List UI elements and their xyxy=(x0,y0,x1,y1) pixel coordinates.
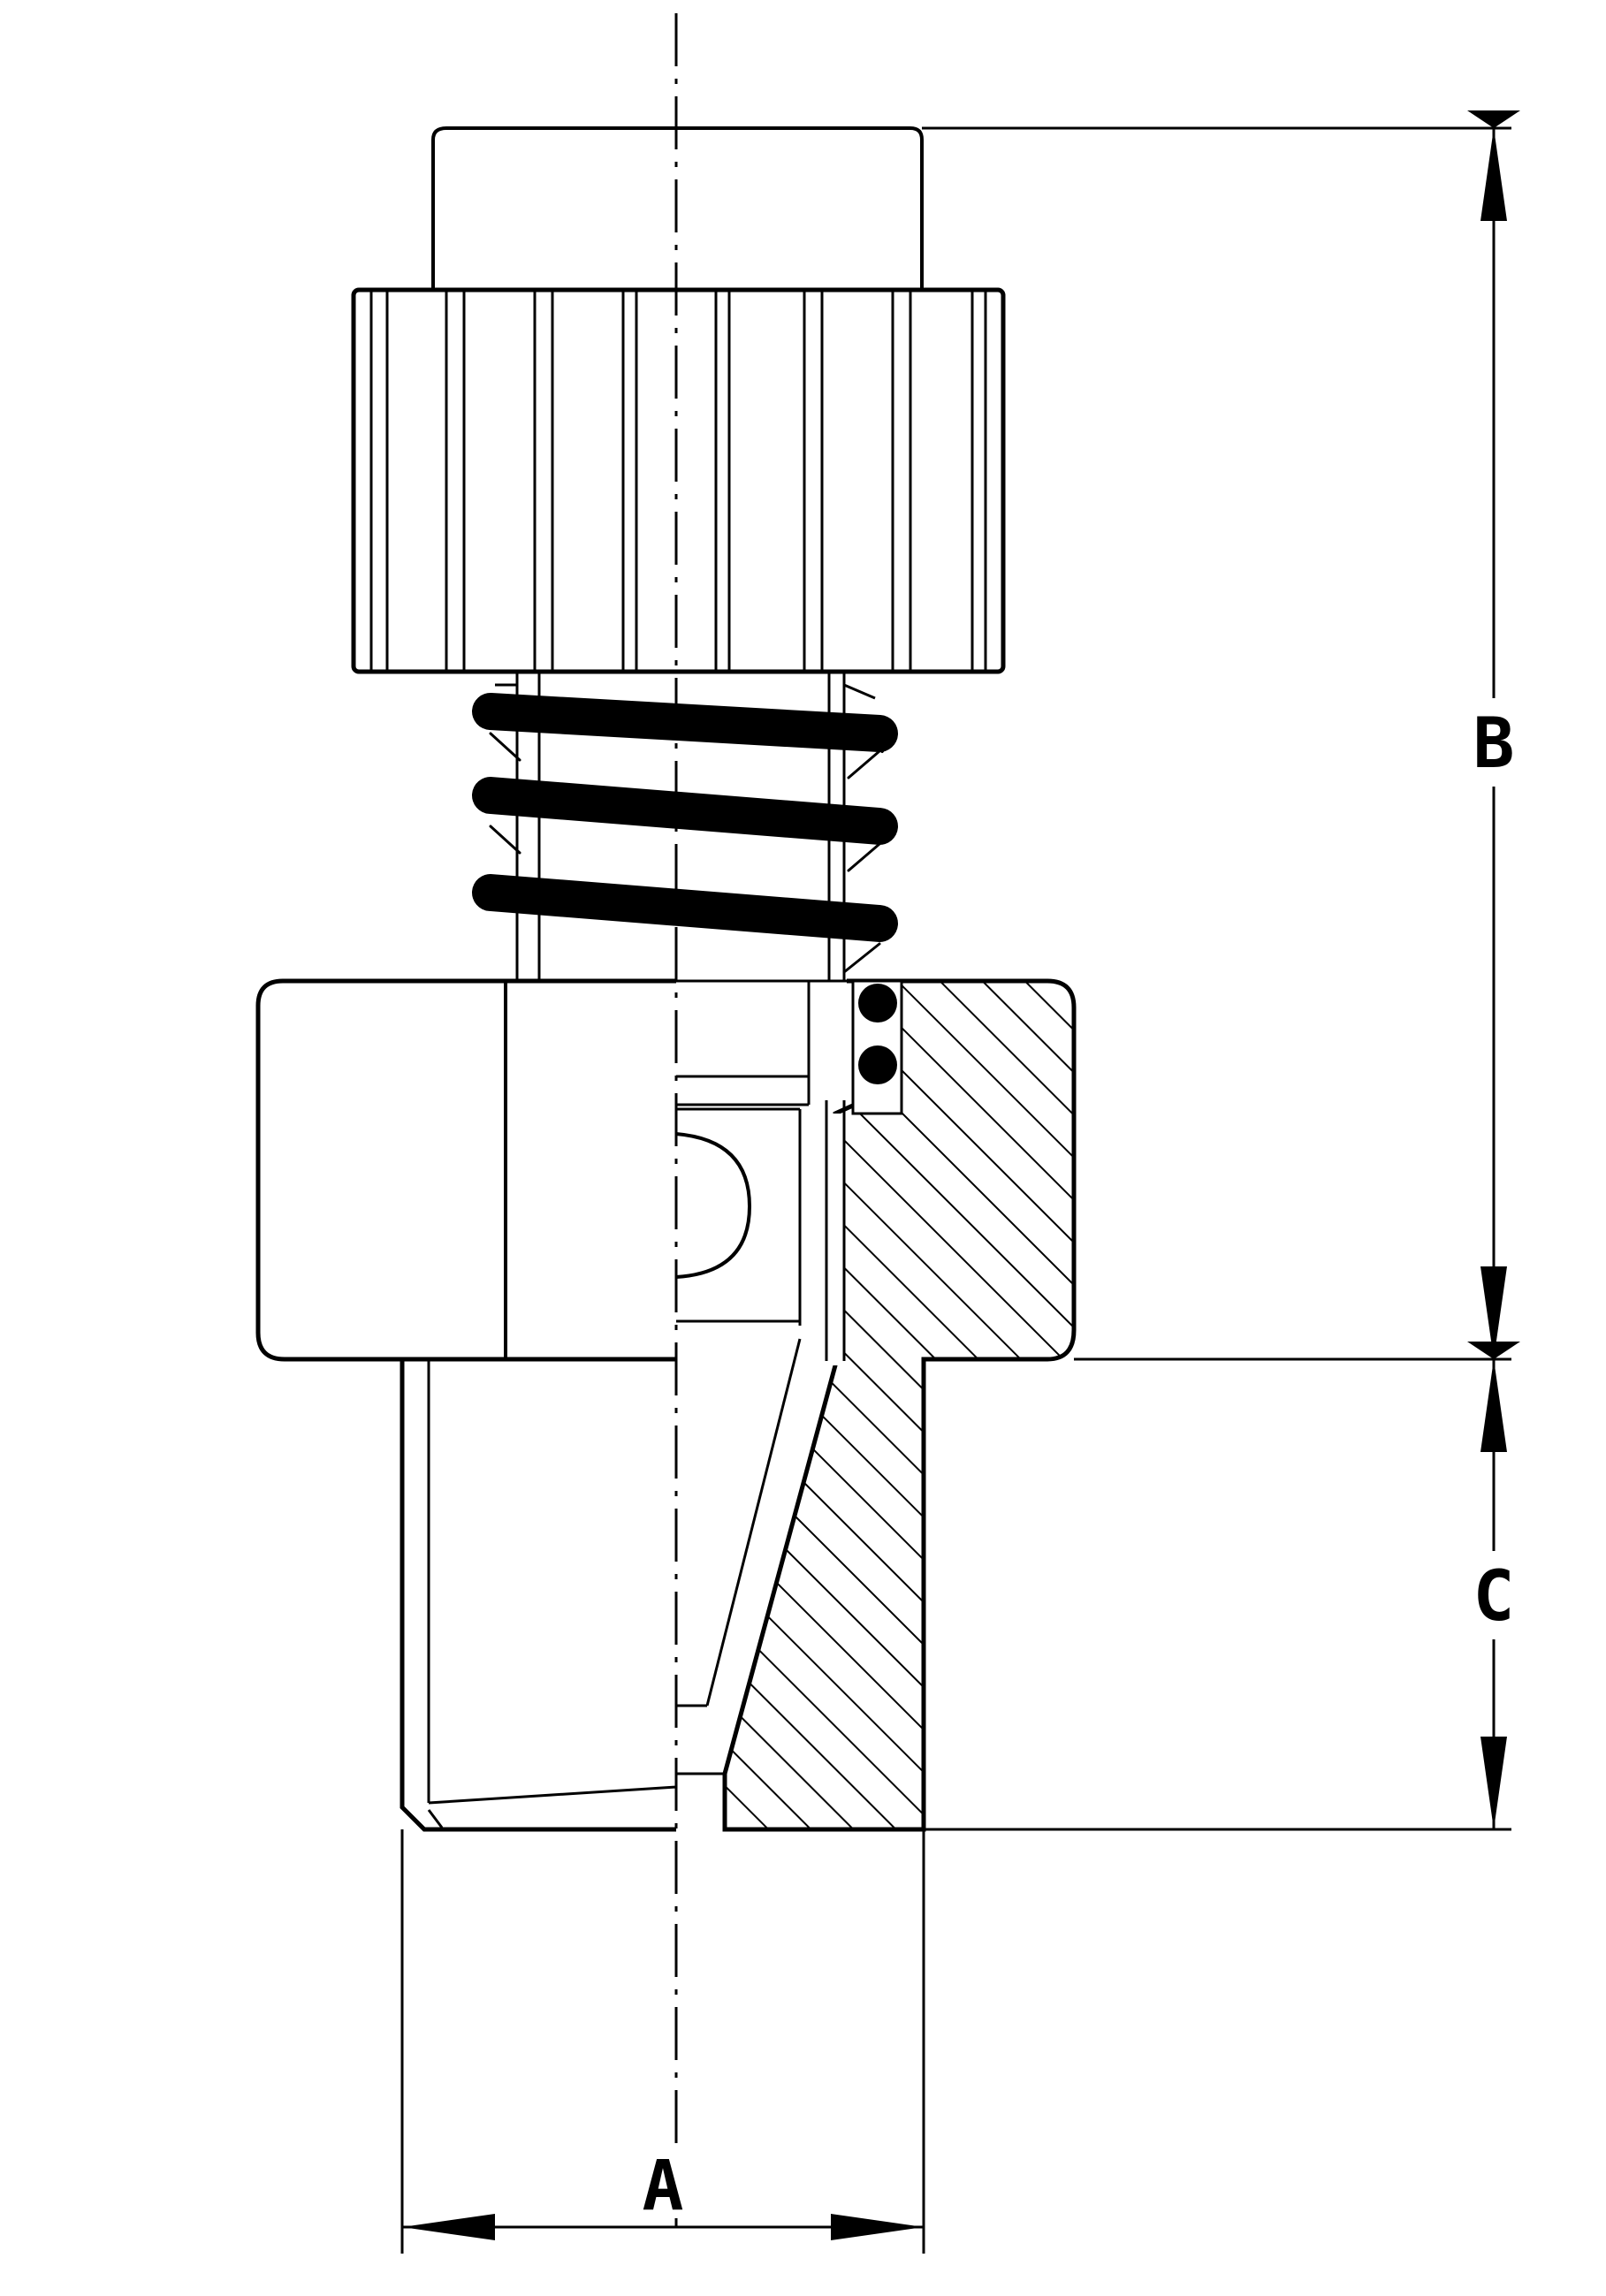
dimension-c-label: C xyxy=(1473,1557,1515,1637)
dimension-c: C xyxy=(1463,1359,1525,1829)
dimension-b: B xyxy=(1463,110,1525,1359)
body-left-half xyxy=(255,978,847,1362)
compression-spring xyxy=(472,693,898,974)
threaded-stem xyxy=(400,1338,802,1832)
dimension-a-label: A xyxy=(643,2147,684,2226)
knurled-knob xyxy=(351,287,1006,674)
bearing-balls xyxy=(858,984,897,1084)
dimension-b-label: B xyxy=(1473,704,1515,784)
extension-lines xyxy=(400,126,1511,2254)
dimension-a: A xyxy=(402,2147,924,2240)
